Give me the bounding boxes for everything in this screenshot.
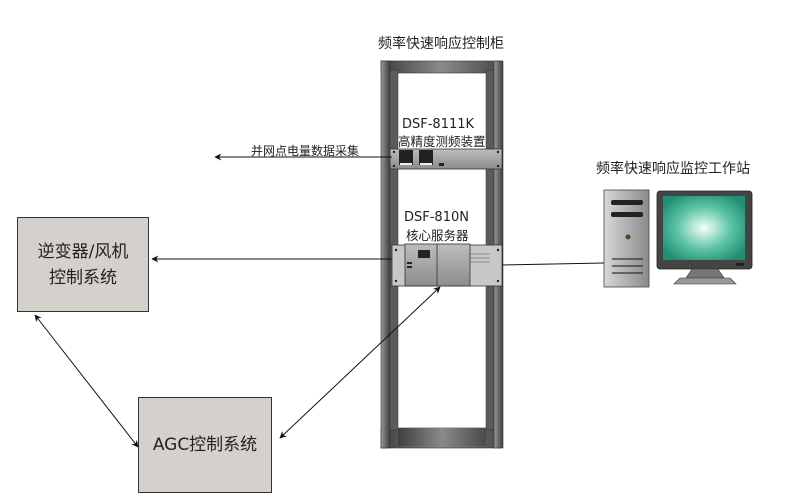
- device-dsf8111k: [389, 148, 503, 170]
- workstation-computer: [603, 189, 753, 288]
- rack-top-bar: [380, 60, 502, 74]
- inverter-line1: 逆变器/风机: [37, 241, 129, 262]
- agc-label: AGC控制系统: [152, 435, 258, 455]
- workstation-title: 频率快速响应监控工作站: [596, 161, 750, 177]
- inverter-control-box: 逆变器/风机 控制系统: [17, 217, 149, 312]
- agc-control-box: AGC控制系统: [138, 397, 272, 493]
- link-to-workstation: [501, 262, 605, 266]
- cabinet-title: 频率快速响应控制柜: [378, 36, 504, 52]
- rack-left-post-outer: [380, 60, 391, 449]
- monitor-screen: [663, 196, 745, 260]
- arrow-inverter-agc: [34, 314, 139, 448]
- monitor-stand: [685, 268, 725, 279]
- device1-name: 高精度测频装置: [398, 134, 486, 149]
- device1-model: DSF-8111K: [402, 117, 475, 132]
- arrow-agc-server: [279, 286, 441, 439]
- grid-data-label: 并网点电量数据采集: [251, 144, 360, 158]
- device-dsf810n: [391, 243, 503, 287]
- device2-model: DSF-810N: [404, 210, 469, 225]
- inverter-line2: 控制系统: [48, 267, 117, 288]
- device2-name: 核心服务器: [406, 228, 469, 243]
